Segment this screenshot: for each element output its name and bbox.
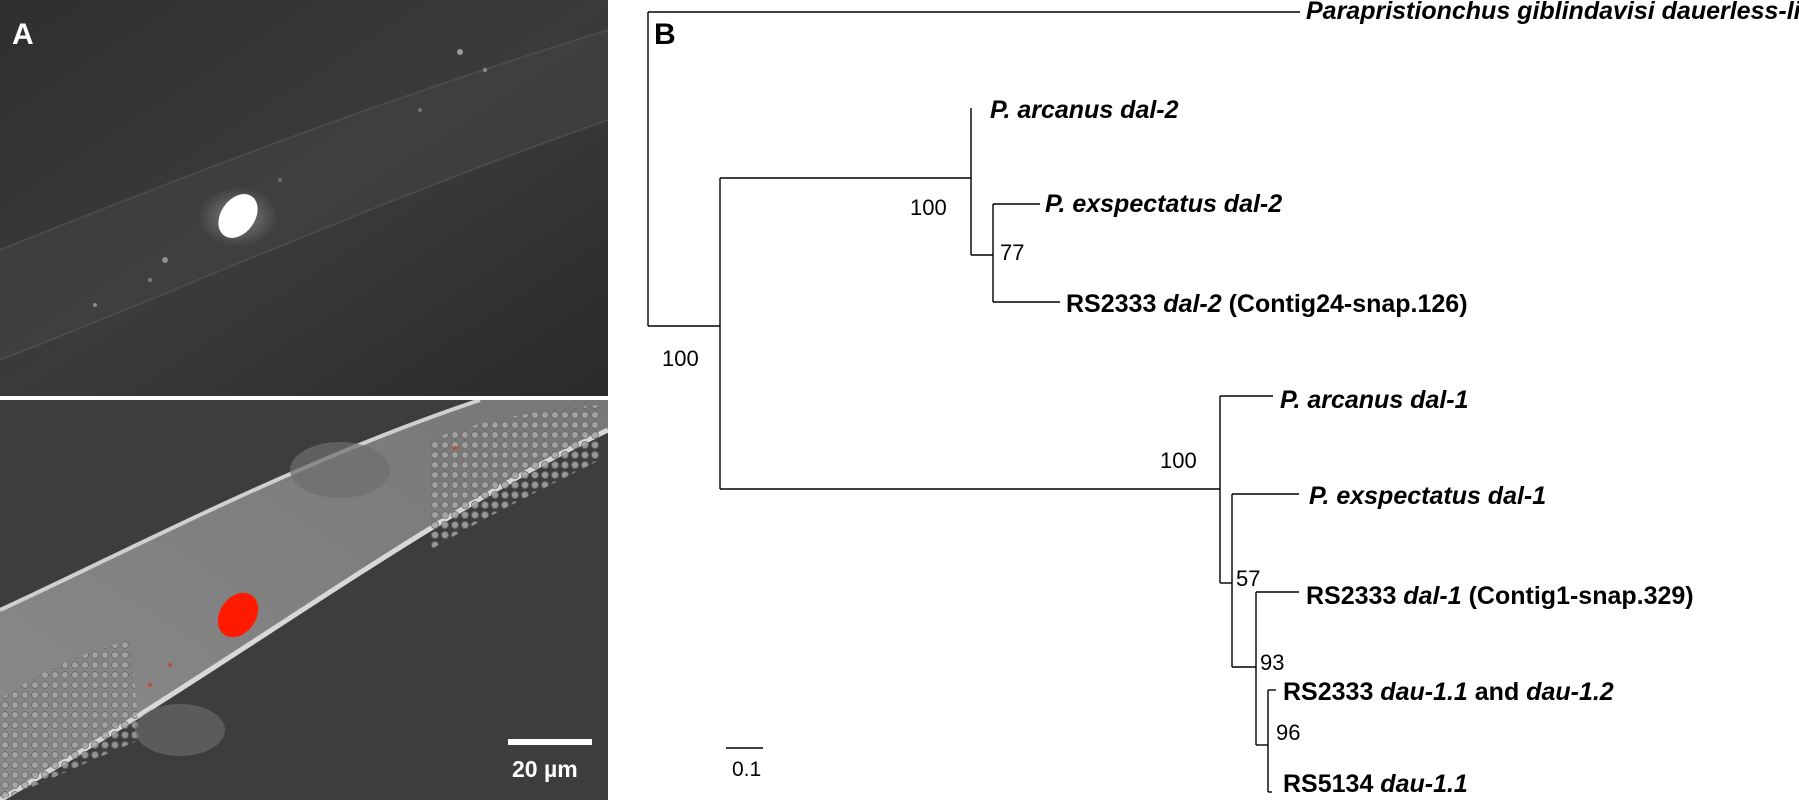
taxon-label: RS2333 dau-1.1 and dau-1.2: [1283, 678, 1614, 707]
taxon-label-part: dau-1.1: [1380, 770, 1468, 798]
taxon-label-part: and: [1467, 678, 1527, 706]
tree-branches: [647, 11, 1300, 793]
taxon-label-part: (Contig1-snap.329): [1461, 582, 1694, 610]
taxon-label: Parapristionchus giblindavisi dauerless-…: [1306, 0, 1799, 26]
bootstrap-value: 100: [662, 346, 699, 371]
bootstrap-value: 77: [1000, 240, 1025, 265]
taxon-label-part: dal-2: [1163, 290, 1222, 318]
phylogenetic-tree: Parapristionchus giblindavisi dauerless-…: [620, 0, 1799, 800]
taxon-label-part: dau-1.2: [1526, 678, 1614, 706]
taxon-label-part: Parapristionchus giblindavisi dauerless-…: [1306, 0, 1799, 25]
taxon-label-part: P. arcanus dal-1: [1280, 386, 1469, 414]
taxon-label-part: RS2333: [1283, 678, 1381, 706]
taxon-label: P. arcanus dal-2: [990, 96, 1179, 125]
bootstrap-value: 100: [910, 195, 947, 220]
panel-letter-a: A: [12, 18, 34, 51]
panel-letter-b: B: [654, 18, 676, 51]
bootstrap-value: 100: [1160, 448, 1197, 473]
fluorescence-micrograph: [0, 0, 608, 396]
taxon-label-part: RS2333: [1066, 290, 1164, 318]
dic-overlay-micrograph: [0, 400, 608, 800]
taxon-label: P. exspectatus dal-2: [1045, 190, 1282, 219]
micrograph-scale-label: 20 µm: [512, 756, 578, 782]
taxon-label: RS2333 dal-2 (Contig24-snap.126): [1066, 290, 1468, 319]
taxon-label: RS2333 dal-1 (Contig1-snap.329): [1306, 582, 1694, 611]
taxon-label-part: RS2333: [1306, 582, 1404, 610]
panel-a: 20 µm A: [0, 0, 608, 800]
taxon-label-part: P. exspectatus dal-2: [1045, 190, 1283, 218]
taxon-label-part: dau-1.1: [1380, 678, 1468, 706]
taxon-label: P. arcanus dal-1: [1280, 386, 1469, 415]
micrograph-scale-bar: [508, 739, 592, 745]
bootstrap-value: 93: [1260, 650, 1285, 675]
tree-scale-label: 0.1: [732, 758, 762, 781]
taxon-label: P. exspectatus dal-1: [1309, 482, 1546, 511]
bootstrap-value: 96: [1276, 720, 1301, 745]
taxon-label: RS5134 dau-1.1: [1283, 770, 1468, 799]
bootstrap-value: 57: [1236, 566, 1261, 591]
taxon-label-part: P. arcanus dal-2: [990, 96, 1179, 124]
taxon-label-part: P. exspectatus dal-1: [1309, 482, 1547, 510]
taxon-label-part: (Contig24-snap.126): [1221, 290, 1468, 318]
taxon-label-part: dal-1: [1403, 582, 1462, 610]
taxon-label-part: RS5134: [1283, 770, 1381, 798]
